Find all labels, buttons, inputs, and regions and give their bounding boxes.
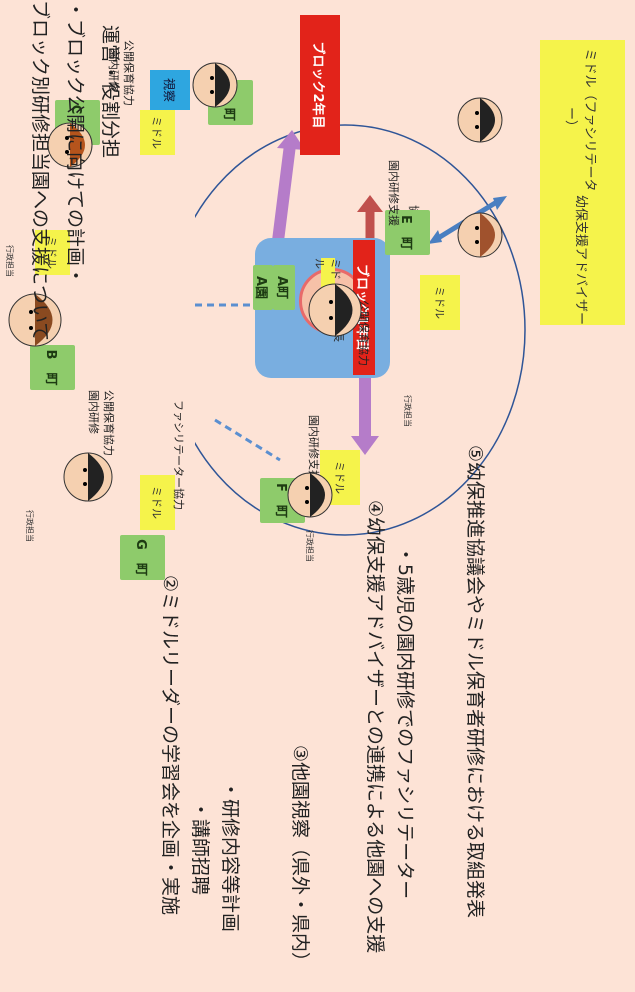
gyosei-g: 行政担当 bbox=[25, 510, 34, 542]
item-3: ③他園視察（県外・県内） bbox=[289, 745, 311, 972]
arrow-g-center bbox=[214, 418, 281, 462]
midoru-badge-g: ミドル bbox=[140, 475, 175, 530]
midoru-badge-c: ミドル bbox=[140, 110, 175, 155]
town-b: B 町 bbox=[30, 345, 75, 390]
network-circle bbox=[195, 124, 526, 536]
facilitator-coop-label: ファシリテーター協力 bbox=[172, 400, 185, 510]
person-f-icon bbox=[287, 472, 333, 518]
block2-label: ブロック2年目 bbox=[300, 15, 340, 155]
e-label: 園内研修支援 bbox=[387, 160, 400, 226]
item-5: ⑤幼保推進協議会やミドル保育者研修における取組発表 bbox=[464, 445, 486, 919]
legend-advisor-label: 幼保支援アドバイザー bbox=[540, 195, 625, 325]
g-label-2: 公開保育協力 bbox=[102, 390, 115, 456]
item-2: ②ミドルリーダーの学習会を企画・実施 bbox=[159, 575, 181, 916]
midoru-badge-e: ミドル bbox=[420, 275, 460, 330]
item-2-sub-1: ・講師招聘 bbox=[189, 800, 211, 896]
person-b-icon bbox=[8, 293, 62, 347]
line-3: 運営・役割分担 bbox=[99, 25, 121, 159]
person-c-icon bbox=[47, 122, 93, 168]
gyosei-e: 行政担当 bbox=[403, 395, 412, 427]
g-label-1: 園内研修 bbox=[87, 390, 100, 434]
legend-midoru-icon bbox=[457, 97, 503, 143]
town-g: G 町 bbox=[120, 535, 165, 580]
legend-advisor-icon bbox=[457, 212, 503, 258]
shisatsu-badge: 視察 bbox=[150, 70, 190, 110]
center-school-label: A園 bbox=[253, 265, 273, 310]
person-e-icon bbox=[308, 283, 362, 337]
person-g-icon bbox=[63, 452, 113, 502]
line-1: ブロック別研修担当園への支援について bbox=[29, 0, 51, 342]
center-town-label: A町 bbox=[273, 265, 295, 310]
item-4: ④幼保支援アドバイザーとの連携による他園への支援 bbox=[364, 500, 386, 954]
item-4-sub: ・5歳児の園内研修でのファシリテーター bbox=[394, 545, 416, 900]
gyosei-f: 行政担当 bbox=[305, 530, 314, 562]
gyosei-b: 行政担当 bbox=[5, 245, 14, 277]
legend-midoru-label: ミドル（ファシリテーター） bbox=[540, 40, 625, 200]
item-2-sub-2: ・研修内容等計画 bbox=[219, 780, 241, 933]
line-2: ・ブロック公開に向けての計画・ bbox=[64, 0, 86, 286]
person-d-icon bbox=[192, 62, 238, 108]
